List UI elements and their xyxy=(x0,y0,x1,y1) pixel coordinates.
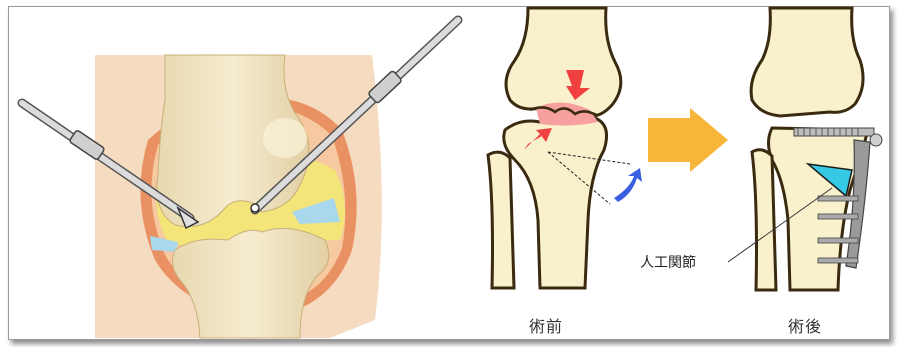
postop-knee-panel xyxy=(728,8,882,290)
transition-arrow xyxy=(648,108,728,172)
blue-arrow xyxy=(614,168,642,202)
artificial-joint-label: 人工関節 xyxy=(640,252,696,272)
before-surgery-caption: 術前 xyxy=(529,313,563,337)
arthroscopy-knee-panel xyxy=(22,20,458,338)
preop-femur xyxy=(506,8,621,116)
postop-femur xyxy=(751,8,863,116)
postop-fibula xyxy=(752,150,776,290)
preop-fibula xyxy=(488,152,514,288)
preop-tibia xyxy=(504,118,607,288)
preop-knee-panel xyxy=(488,8,642,288)
after-surgery-caption: 術後 xyxy=(788,313,822,337)
